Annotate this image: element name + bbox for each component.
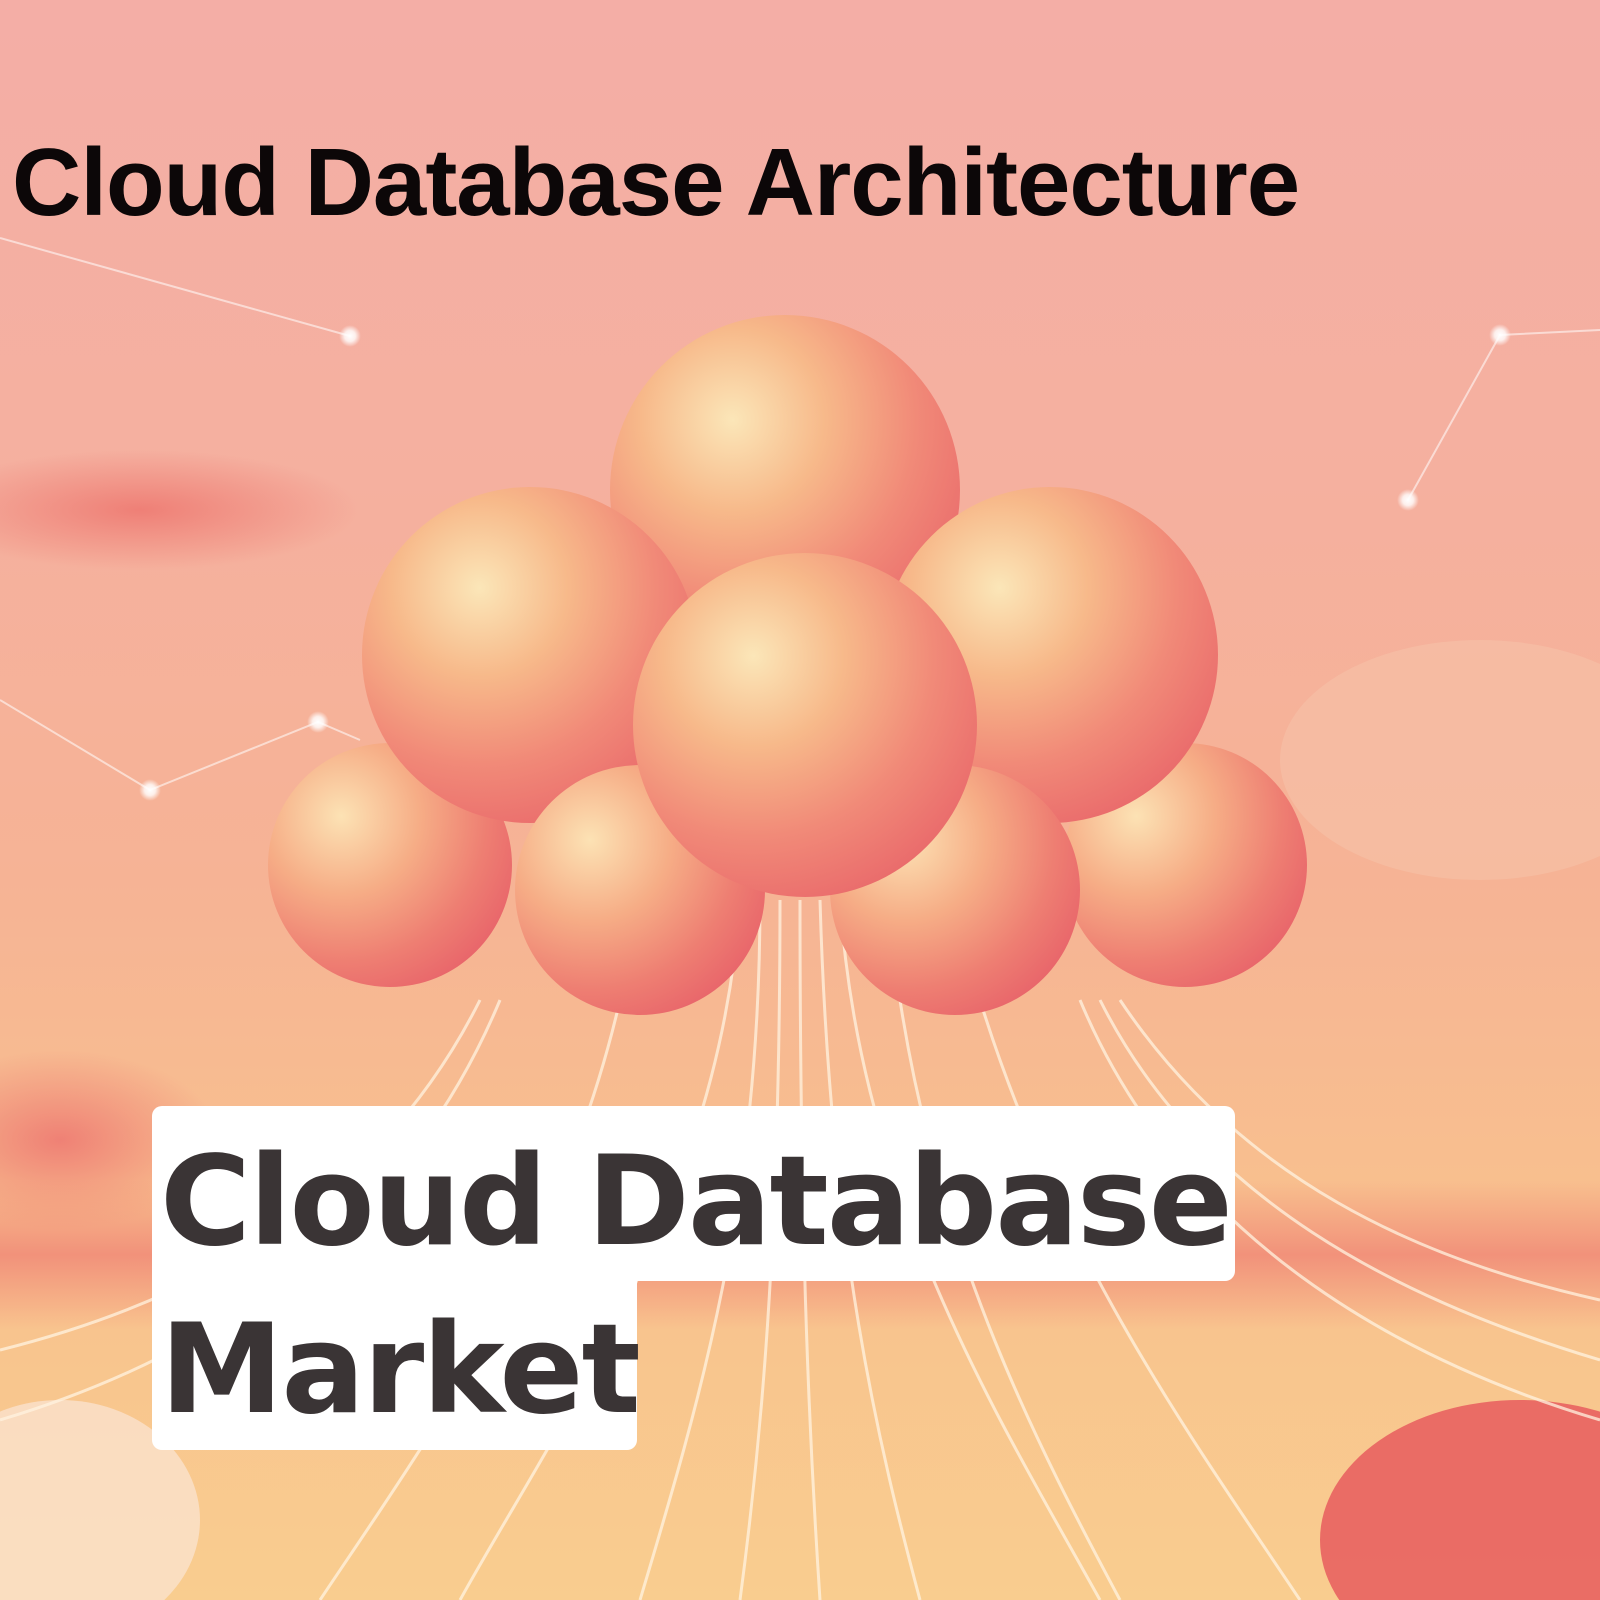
star-icon xyxy=(339,325,361,347)
caption-line2: Market xyxy=(160,1298,641,1442)
caption-line1: Cloud Database xyxy=(160,1130,1233,1274)
cloud-right xyxy=(1280,640,1600,880)
sphere xyxy=(633,553,977,897)
page-title: Cloud Database Architecture xyxy=(12,129,1300,236)
star-icon xyxy=(1489,324,1511,346)
sphere xyxy=(268,743,512,987)
star-icon xyxy=(1397,489,1419,511)
cloud-left xyxy=(0,450,360,570)
star-icon xyxy=(307,711,329,733)
sphere xyxy=(362,487,698,823)
star-icon xyxy=(139,779,161,801)
caption-box-line2 xyxy=(152,1270,637,1450)
caption-box-line1 xyxy=(152,1106,1235,1281)
